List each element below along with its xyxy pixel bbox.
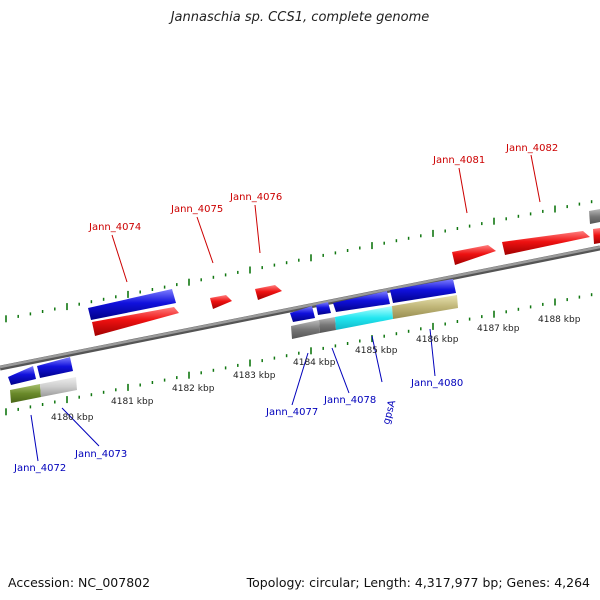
feature-olive[interactable] — [392, 295, 458, 319]
feature-gray-right[interactable] — [589, 209, 600, 224]
scale-label: 4182 kbp — [172, 384, 215, 394]
gene-label-jann-4074[interactable]: Jann_4074 — [88, 222, 141, 233]
cds-jann-4073[interactable] — [37, 357, 73, 378]
gene-label-jann-4072[interactable]: Jann_4072 — [13, 463, 66, 474]
cds-jann-4072[interactable] — [8, 366, 36, 385]
genome-backbone-highlight — [0, 245, 600, 369]
gene-label-jann-4073[interactable]: Jann_4073 — [74, 449, 127, 460]
scale-labels: 4180 kbp 4181 kbp 4182 kbp 4183 kbp 4184… — [51, 315, 581, 423]
cds-jann-4080[interactable] — [390, 279, 456, 303]
feature-gray-b[interactable] — [319, 317, 336, 333]
cds-gpsa[interactable] — [333, 291, 390, 312]
gene-label-jann-4081[interactable]: Jann_4081 — [432, 155, 485, 166]
scale-label: 4186 kbp — [416, 335, 459, 345]
cds-jann-4081[interactable] — [452, 245, 496, 265]
cds-jann-4076[interactable] — [255, 285, 282, 300]
scale-label: 4180 kbp — [51, 413, 94, 423]
gene-label-jann-4082[interactable]: Jann_4082 — [505, 143, 558, 154]
cds-jann-4082[interactable] — [502, 231, 590, 255]
forward-leaders — [111, 154, 541, 283]
gene-label-jann-4080[interactable]: Jann_4080 — [410, 378, 463, 389]
scale-label: 4181 kbp — [111, 397, 154, 407]
feature-highlight[interactable] — [335, 306, 393, 330]
scale-label: 4184 kbp — [293, 358, 336, 368]
gene-label-jann-4076[interactable]: Jann_4076 — [229, 192, 282, 203]
scale-label: 4183 kbp — [233, 371, 276, 381]
reverse-leaders — [30, 328, 436, 462]
cds-jann-4077[interactable] — [290, 306, 315, 322]
forward-tick-track — [5, 200, 593, 323]
reverse-gene-labels: Jann_4072 Jann_4073 Jann_4077 Jann_4078 … — [13, 378, 463, 474]
gene-label-jann-4078[interactable]: Jann_4078 — [323, 395, 376, 406]
gene-label-gpsa[interactable]: gpsA — [381, 399, 398, 426]
feature-green[interactable] — [10, 384, 41, 403]
forward-gene-labels: Jann_4074 Jann_4075 Jann_4076 Jann_4081 … — [88, 143, 558, 233]
cds-jann-4074[interactable] — [92, 307, 179, 336]
accession-text: Accession: NC_007802 — [8, 575, 151, 590]
scale-label: 4187 kbp — [477, 324, 520, 334]
gene-label-jann-4075[interactable]: Jann_4075 — [170, 204, 223, 215]
page-title: Jannaschia sp. CCS1, complete genome — [170, 10, 430, 25]
cds-blue-upper-left[interactable] — [88, 289, 176, 320]
scale-label: 4188 kbp — [538, 315, 581, 325]
cds-jann-4078[interactable] — [316, 302, 331, 315]
scale-label: 4185 kbp — [355, 346, 398, 356]
feature-gray-a[interactable] — [291, 320, 320, 339]
feature-light-gray[interactable] — [40, 377, 77, 397]
cds-partial-right[interactable] — [593, 228, 600, 244]
cds-jann-4075[interactable] — [210, 295, 232, 309]
genome-summary-text: Topology: circular; Length: 4,317,977 bp… — [246, 575, 590, 590]
gene-label-jann-4077[interactable]: Jann_4077 — [265, 407, 318, 418]
reverse-tick-track — [5, 293, 593, 416]
